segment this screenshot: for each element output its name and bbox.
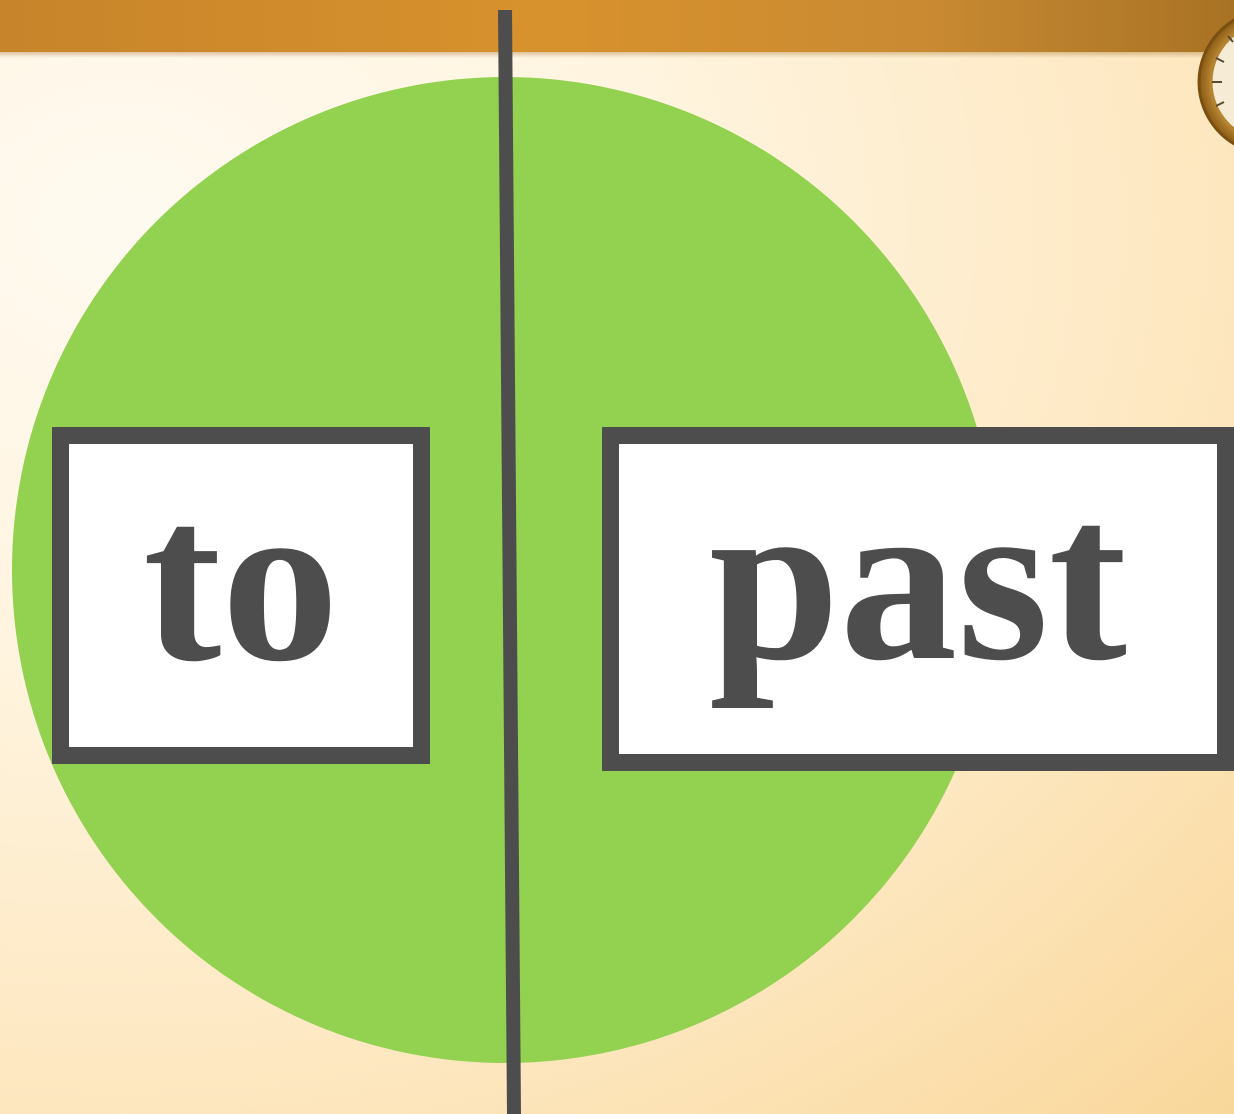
vertical-divider: [505, 10, 514, 1114]
label-to-box: to: [52, 427, 430, 764]
label-past-box: past: [602, 427, 1234, 771]
label-to-text: to: [143, 463, 339, 698]
label-past-text: past: [709, 462, 1127, 697]
